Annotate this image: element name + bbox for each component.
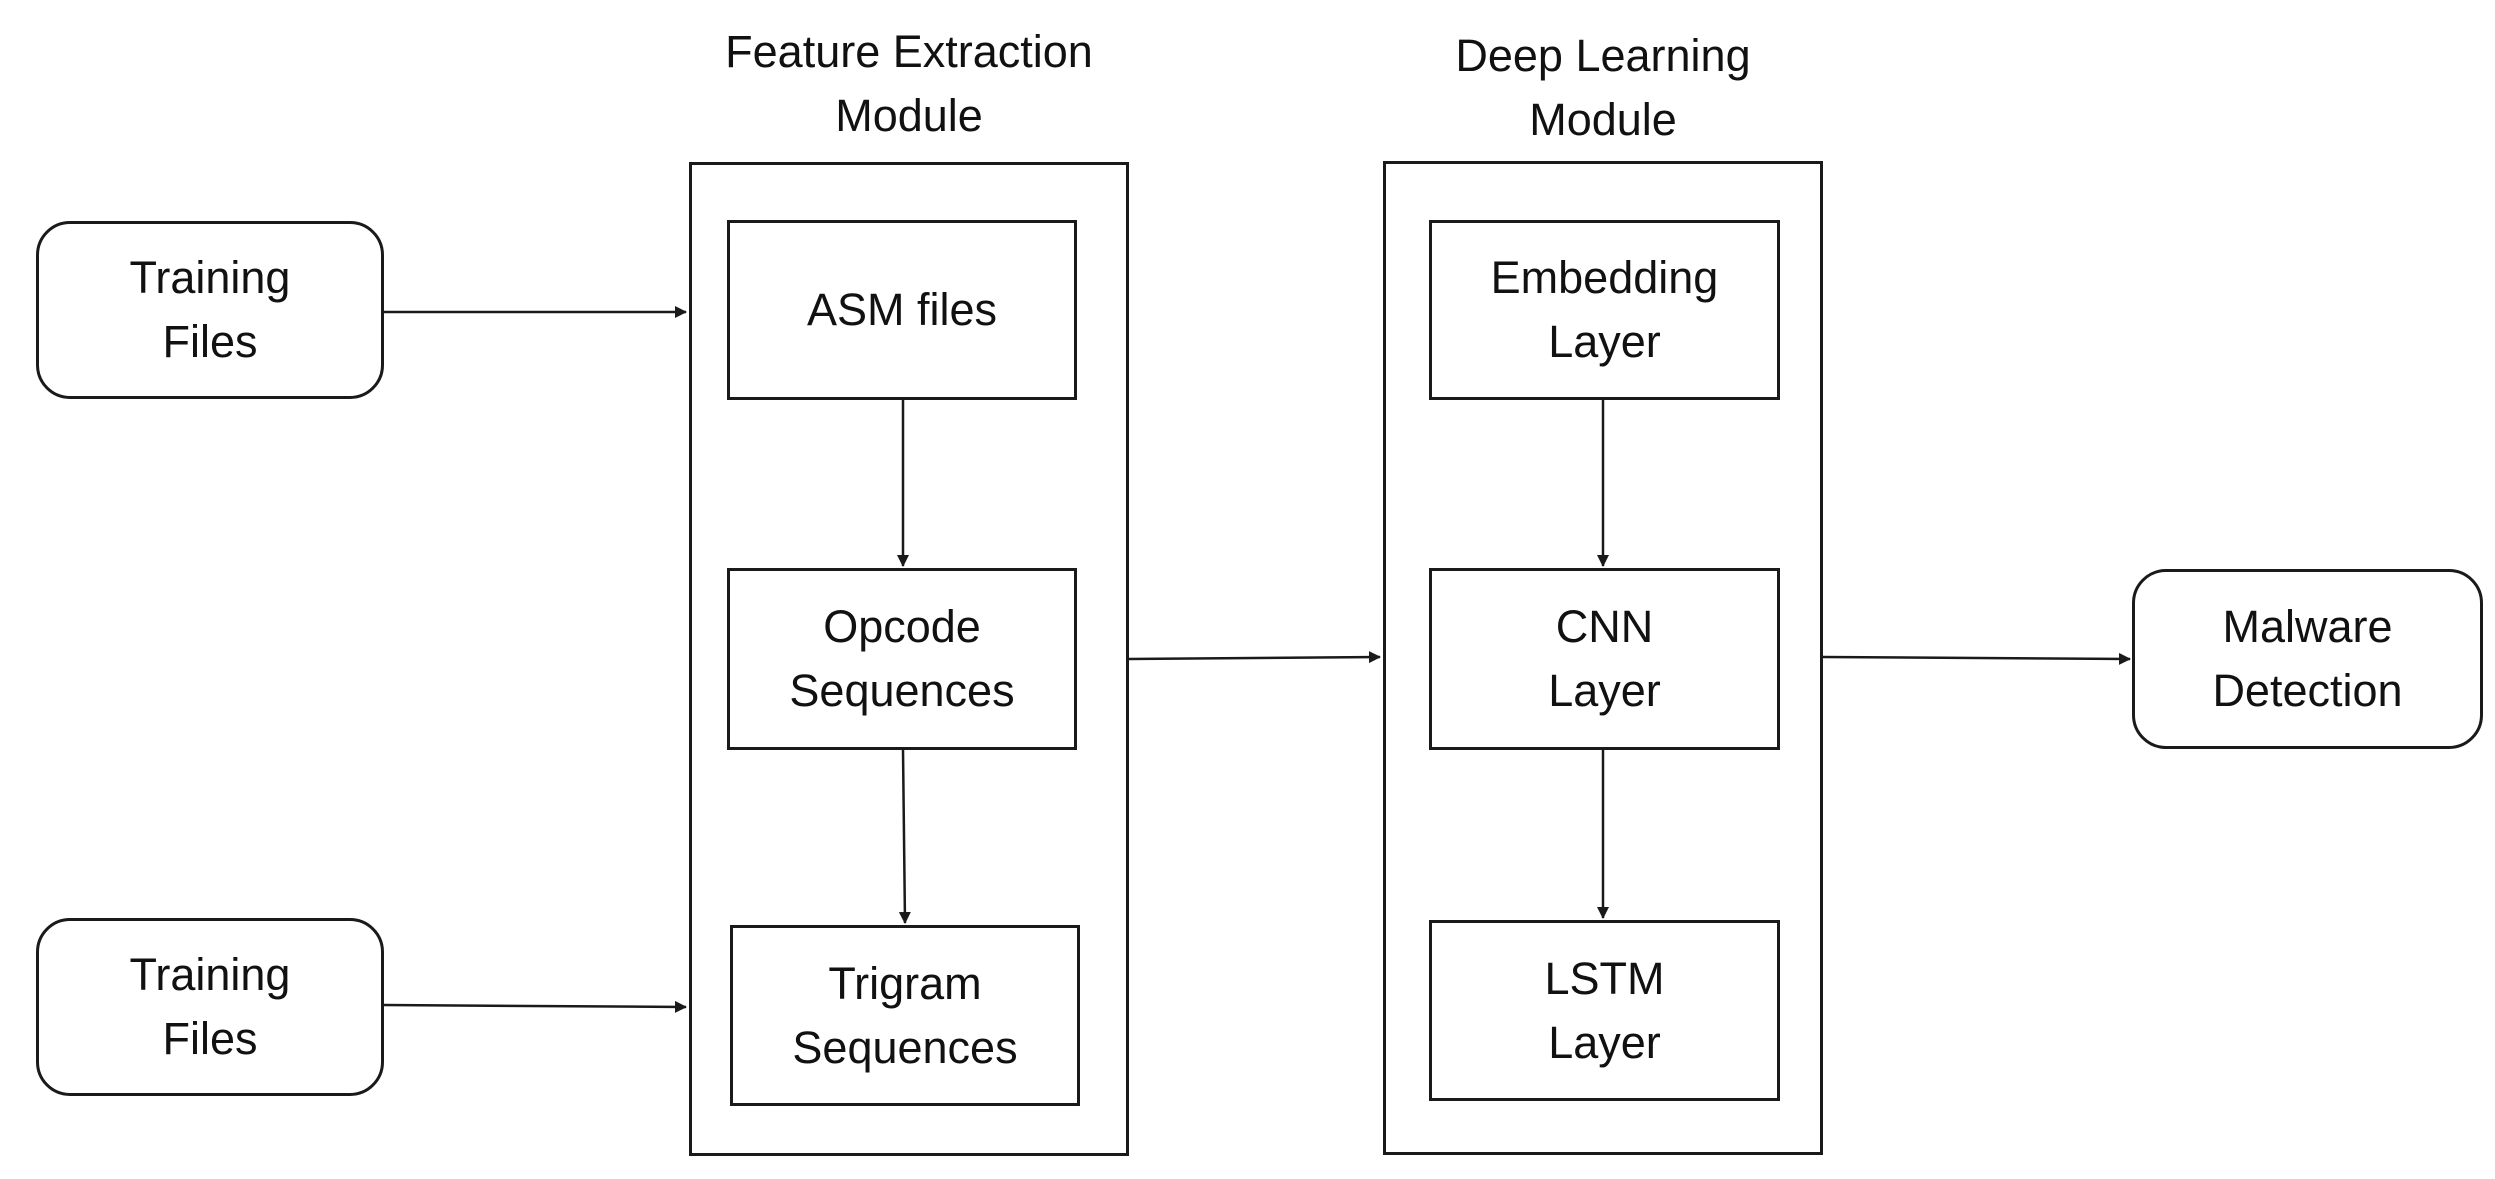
- deep-learning-title: Deep Learning Module: [1455, 30, 1751, 145]
- arrow-opcode-to-trigram: [898, 749, 911, 924]
- arrow-deep-module-to-output: [1822, 652, 2131, 665]
- trigram-sequences-box: Trigram Sequences: [730, 925, 1080, 1106]
- input-training-files-2: Training Files: [36, 918, 384, 1096]
- input-training-files-1: Training Files: [36, 221, 384, 399]
- feature-extraction-title: Feature Extraction Module: [725, 26, 1093, 141]
- lstm-layer-box: LSTM Layer: [1429, 920, 1780, 1101]
- output-label: Malware Detection: [2212, 601, 2403, 716]
- cnn-layer-box: CNN Layer: [1429, 568, 1780, 750]
- lstm-layer-label: LSTM Layer: [1544, 952, 1665, 1068]
- arrow-feature-to-deep-module: [1128, 651, 1381, 664]
- embedding-layer-label: Embedding Layer: [1490, 252, 1719, 367]
- deep-learning-module: [1383, 161, 1823, 1155]
- input-label-1: Training Files: [129, 252, 291, 367]
- feature-extraction-module: [689, 162, 1129, 1156]
- opcode-sequences-label: Opcode Sequences: [789, 601, 1015, 716]
- cnn-layer-label: CNN Layer: [1548, 601, 1661, 716]
- input-label-2: Training Files: [129, 949, 291, 1064]
- embedding-layer-box: Embedding Layer: [1429, 220, 1780, 400]
- opcode-sequences-box: Opcode Sequences: [727, 568, 1077, 750]
- asm-files-box: ASM files: [727, 220, 1077, 400]
- output-malware-detection: Malware Detection: [2132, 569, 2483, 749]
- trigram-sequences-label: Trigram Sequences: [792, 957, 1018, 1073]
- asm-files-label: ASM files: [806, 284, 998, 336]
- arrow-input2-to-feature-module: [383, 1000, 687, 1013]
